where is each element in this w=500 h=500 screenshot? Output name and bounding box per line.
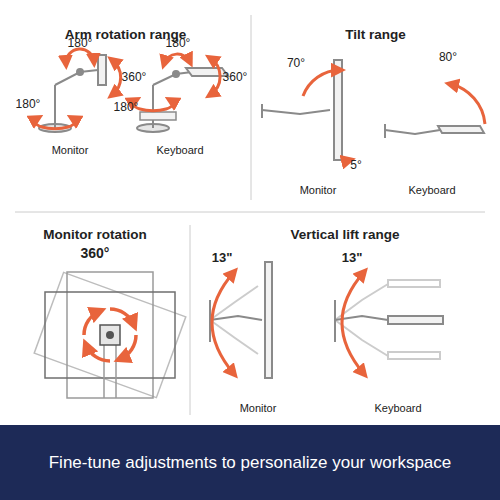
figure-label: 180° — [114, 101, 139, 114]
range-panel: Tilt range — [251, 0, 500, 210]
figure-label: 180° — [16, 98, 41, 111]
figure-label: Monitor — [240, 402, 277, 414]
lift-arrows — [342, 272, 364, 374]
figure-label: Monitor — [300, 184, 337, 196]
lift-arrows — [212, 272, 234, 374]
tilt-keyboard-figure — [385, 124, 484, 138]
tilt-arrows — [450, 84, 485, 124]
rotation-monitor-figure — [34, 272, 186, 398]
tilt-monitor-figure — [262, 60, 342, 160]
panel-title: Monitor rotation — [0, 227, 190, 242]
figure-label: Monitor — [52, 144, 89, 156]
figure-label: 180° — [166, 37, 191, 50]
figure-label: 70° — [287, 57, 305, 70]
figure-label: 5° — [350, 159, 361, 172]
figure-label: 360° — [122, 71, 147, 84]
range-value: 13" — [212, 251, 233, 265]
range-value: 13" — [342, 251, 363, 265]
figure-label: Keyboard — [408, 184, 455, 196]
panel-dividers — [15, 15, 485, 415]
arm-monitor-figure — [39, 55, 106, 132]
figure-label: 180° — [68, 37, 93, 50]
arm-keyboard-figure — [137, 68, 228, 132]
panel-title: Vertical lift range — [190, 227, 500, 242]
footer-banner: Fine-tune adjustments to personalize you… — [0, 425, 500, 500]
panel-title: Arm rotation range — [0, 27, 251, 42]
banner-text: Fine-tune adjustments to personalize you… — [49, 453, 452, 473]
lift-monitor-figure — [210, 262, 272, 378]
figure-label: Keyboard — [374, 402, 421, 414]
rotation-arrows — [84, 309, 136, 361]
figure-label: 360° — [223, 71, 248, 84]
figure-label: 80° — [439, 51, 457, 64]
range-panel: Monitor rotation — [0, 213, 190, 425]
panel-title: Tilt range — [251, 27, 500, 42]
tilt-arrows — [303, 70, 350, 162]
rotation-arrows — [35, 49, 121, 129]
range-value: 360° — [81, 246, 110, 261]
figure-label: Keyboard — [156, 144, 203, 156]
range-panel: Vertical lift range — [190, 213, 500, 425]
